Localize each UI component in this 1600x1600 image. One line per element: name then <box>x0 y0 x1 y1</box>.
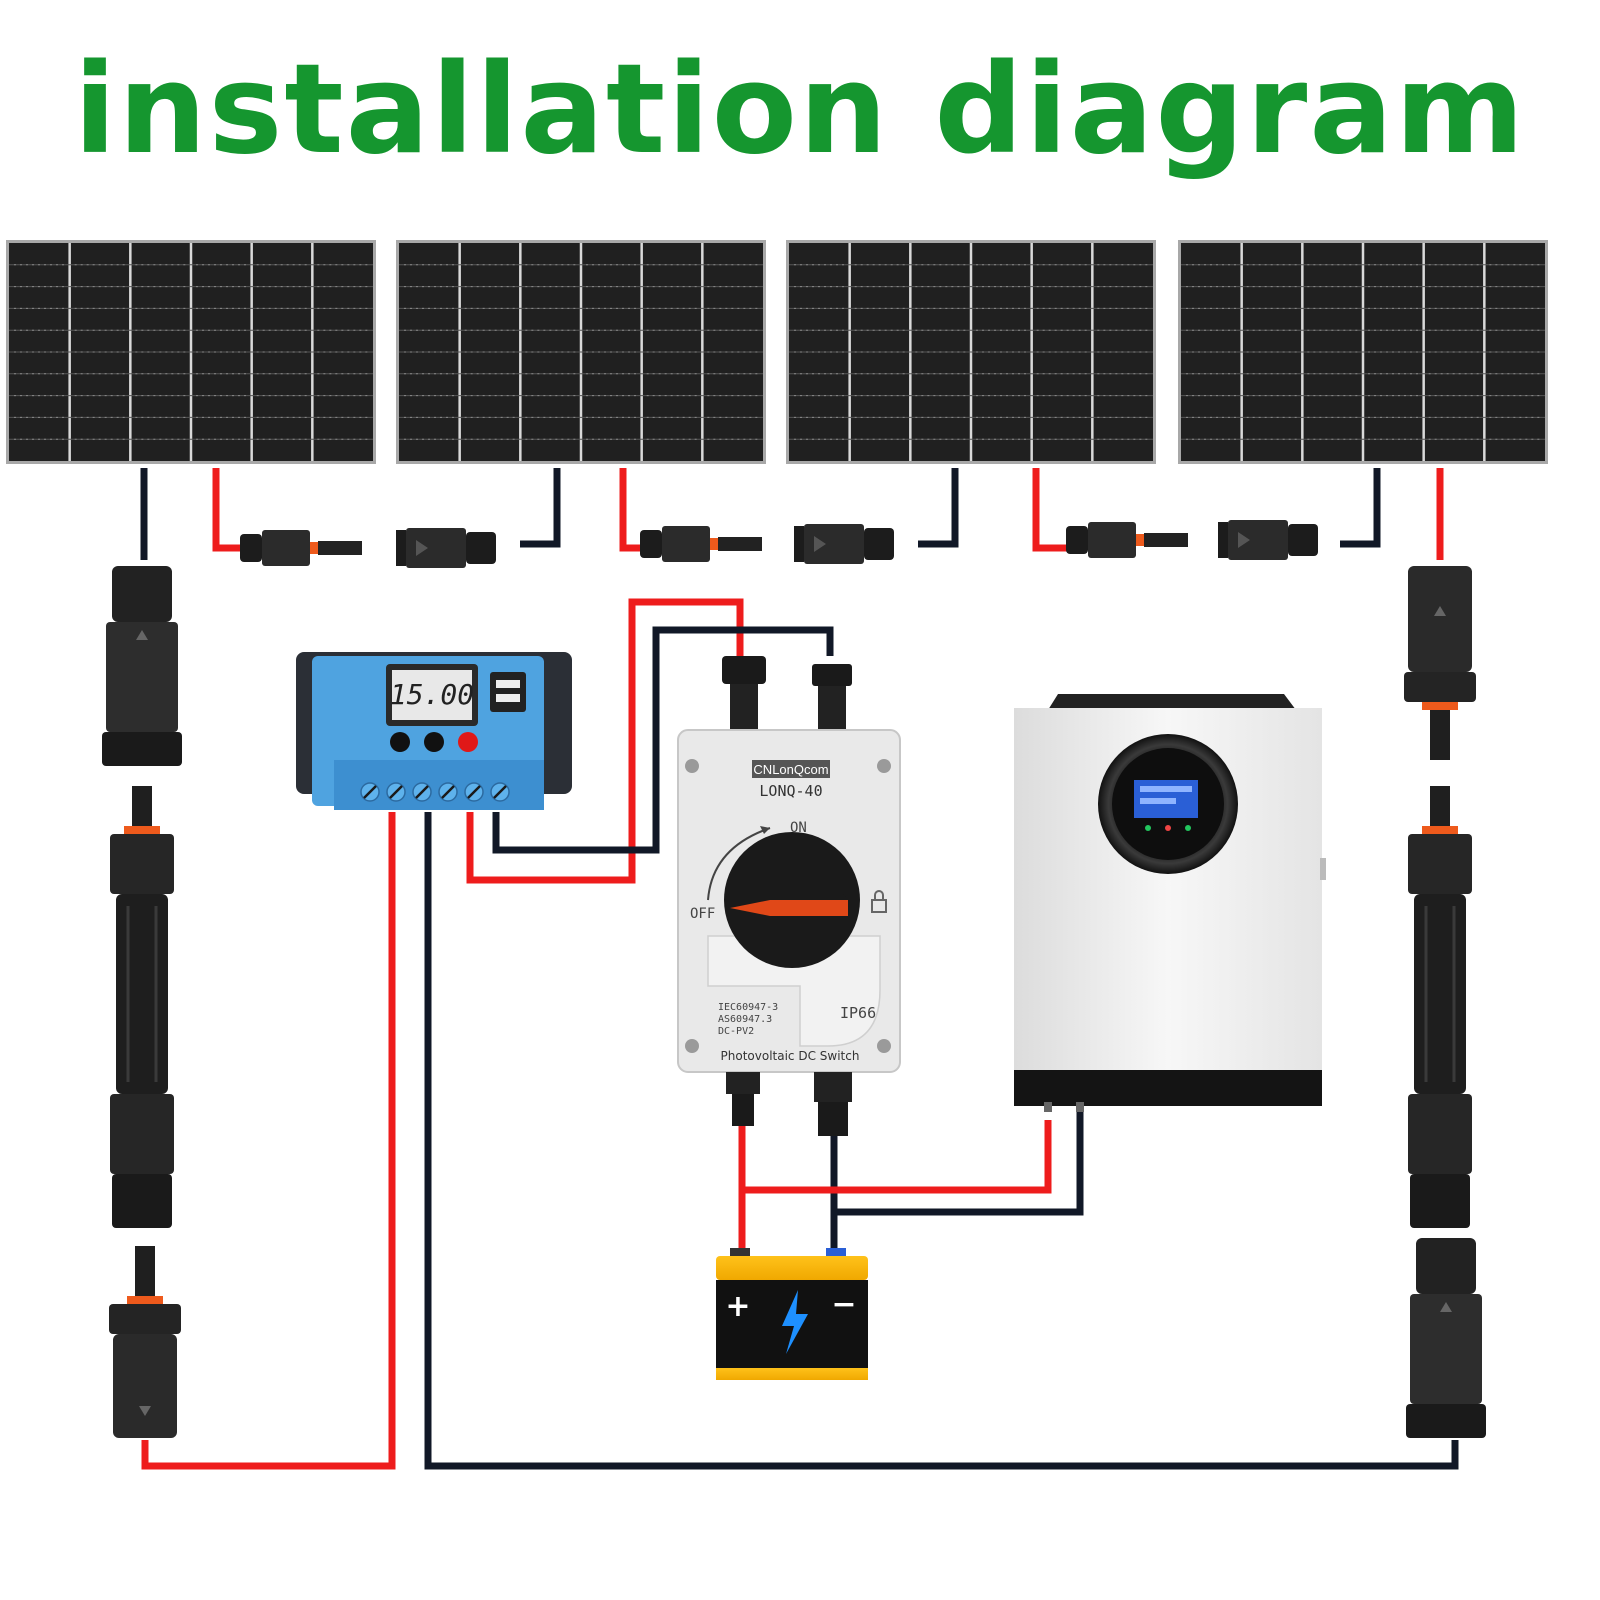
solar-panels <box>6 240 1548 464</box>
standard-3: DC-PV2 <box>718 1026 754 1037</box>
solar-panel-4 <box>1178 240 1548 464</box>
mc4-male-1 <box>396 528 496 568</box>
mc4-female-1 <box>240 530 362 566</box>
inverter <box>1014 694 1326 1112</box>
terminal-screw-1 <box>360 782 380 802</box>
wire-ctrl-switch-positive <box>466 598 744 884</box>
charge-controller: 15.00 <box>296 652 572 810</box>
mc4-string-left-top <box>102 566 182 766</box>
terminal-screw-5 <box>464 782 484 802</box>
standard-2: AS60947.3 <box>718 1014 772 1025</box>
wire-panel4-negative <box>1340 468 1381 548</box>
switch-model: LONQ-40 <box>759 782 822 800</box>
wire-array-negative <box>424 812 1459 1470</box>
wire-panel3-negative <box>918 468 959 548</box>
switch-on-label: ON <box>790 820 807 836</box>
switch-off-label: OFF <box>690 906 715 922</box>
solar-panel-1 <box>6 240 376 464</box>
dc-switch: CNLonQcom LONQ-40 ON OFF IEC60947-3 AS60… <box>677 656 901 1136</box>
wire-panel1-positive <box>212 468 248 552</box>
controller-button-1[interactable] <box>390 732 410 752</box>
mc4-string-right-bottom <box>1406 1238 1486 1438</box>
usb-port-icon <box>490 672 526 712</box>
terminal-screw-6 <box>490 782 510 802</box>
wire-panel2-negative <box>520 468 561 548</box>
terminal-screw-3 <box>412 782 432 802</box>
rotate-arrow-icon <box>707 827 771 901</box>
wire-ctrl-switch-negative <box>492 626 834 854</box>
inline-fuse-right <box>1408 786 1472 1228</box>
terminal-screw-2 <box>386 782 406 802</box>
panel-connectors <box>240 520 1318 568</box>
controller-display: 15.00 <box>390 678 474 711</box>
controller-button-2[interactable] <box>424 732 444 752</box>
wire-inverter-positive <box>742 1120 1052 1194</box>
page-title: installation diagram <box>73 38 1527 182</box>
mc4-string-right-top <box>1404 566 1476 760</box>
wire-array-positive <box>141 812 396 1470</box>
wire-panel3-positive <box>1032 468 1068 552</box>
mc4-male-2 <box>794 524 894 564</box>
mc4-string-left-bottom <box>109 1246 181 1438</box>
mc4-female-3 <box>1066 522 1188 558</box>
switch-brand: CNLonQcom <box>753 762 828 777</box>
terminal-screw-4 <box>438 782 458 802</box>
lightning-icon <box>782 1290 808 1354</box>
controller-terminals <box>360 782 510 802</box>
standard-1: IEC60947-3 <box>718 1002 778 1013</box>
string-connectors <box>102 566 1486 1438</box>
wires <box>140 468 1459 1470</box>
battery-plus: + <box>725 1289 750 1324</box>
battery: + − <box>716 1248 868 1380</box>
switch-caption: Photovoltaic DC Switch <box>721 1049 860 1063</box>
wire-inverter-negative <box>834 1108 1084 1216</box>
lock-icon <box>871 890 887 913</box>
switch-standards: IEC60947-3 AS60947.3 DC-PV2 <box>718 1002 778 1037</box>
mc4-female-2 <box>640 526 762 562</box>
controller-button-3[interactable] <box>458 732 478 752</box>
inline-fuse-left <box>110 786 174 1228</box>
mc4-male-3 <box>1218 520 1318 560</box>
solar-panel-3 <box>786 240 1156 464</box>
solar-panel-2 <box>396 240 766 464</box>
switch-ip-rating: IP66 <box>840 1004 876 1022</box>
battery-minus: − <box>831 1287 856 1322</box>
